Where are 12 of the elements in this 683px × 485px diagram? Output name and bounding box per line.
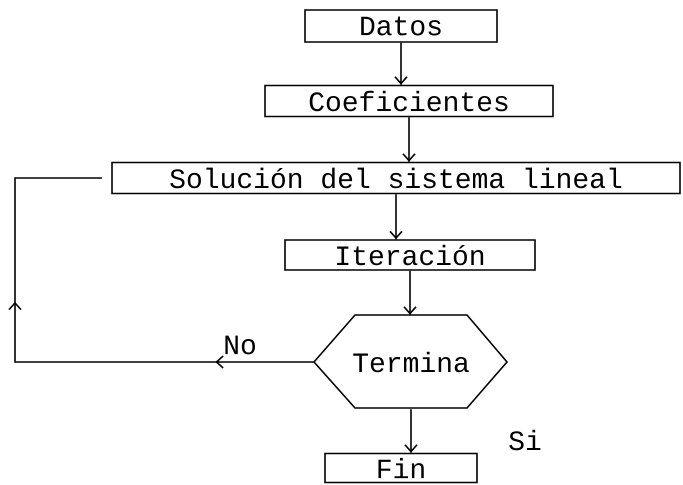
arrow: [402, 117, 416, 162]
process-box: Solución del sistema lineal: [111, 162, 681, 194]
arrow: [404, 409, 418, 453]
process-box: Fin: [324, 452, 478, 484]
process-box: Datos: [304, 9, 498, 43]
arrow: [403, 270, 417, 315]
process-box: Iteración: [284, 239, 536, 271]
edge-label: Si: [506, 428, 544, 452]
process-box: Coeficientes: [264, 84, 554, 118]
edge-label: No: [222, 334, 258, 356]
arrow: [389, 194, 403, 240]
arrow: [394, 42, 408, 85]
